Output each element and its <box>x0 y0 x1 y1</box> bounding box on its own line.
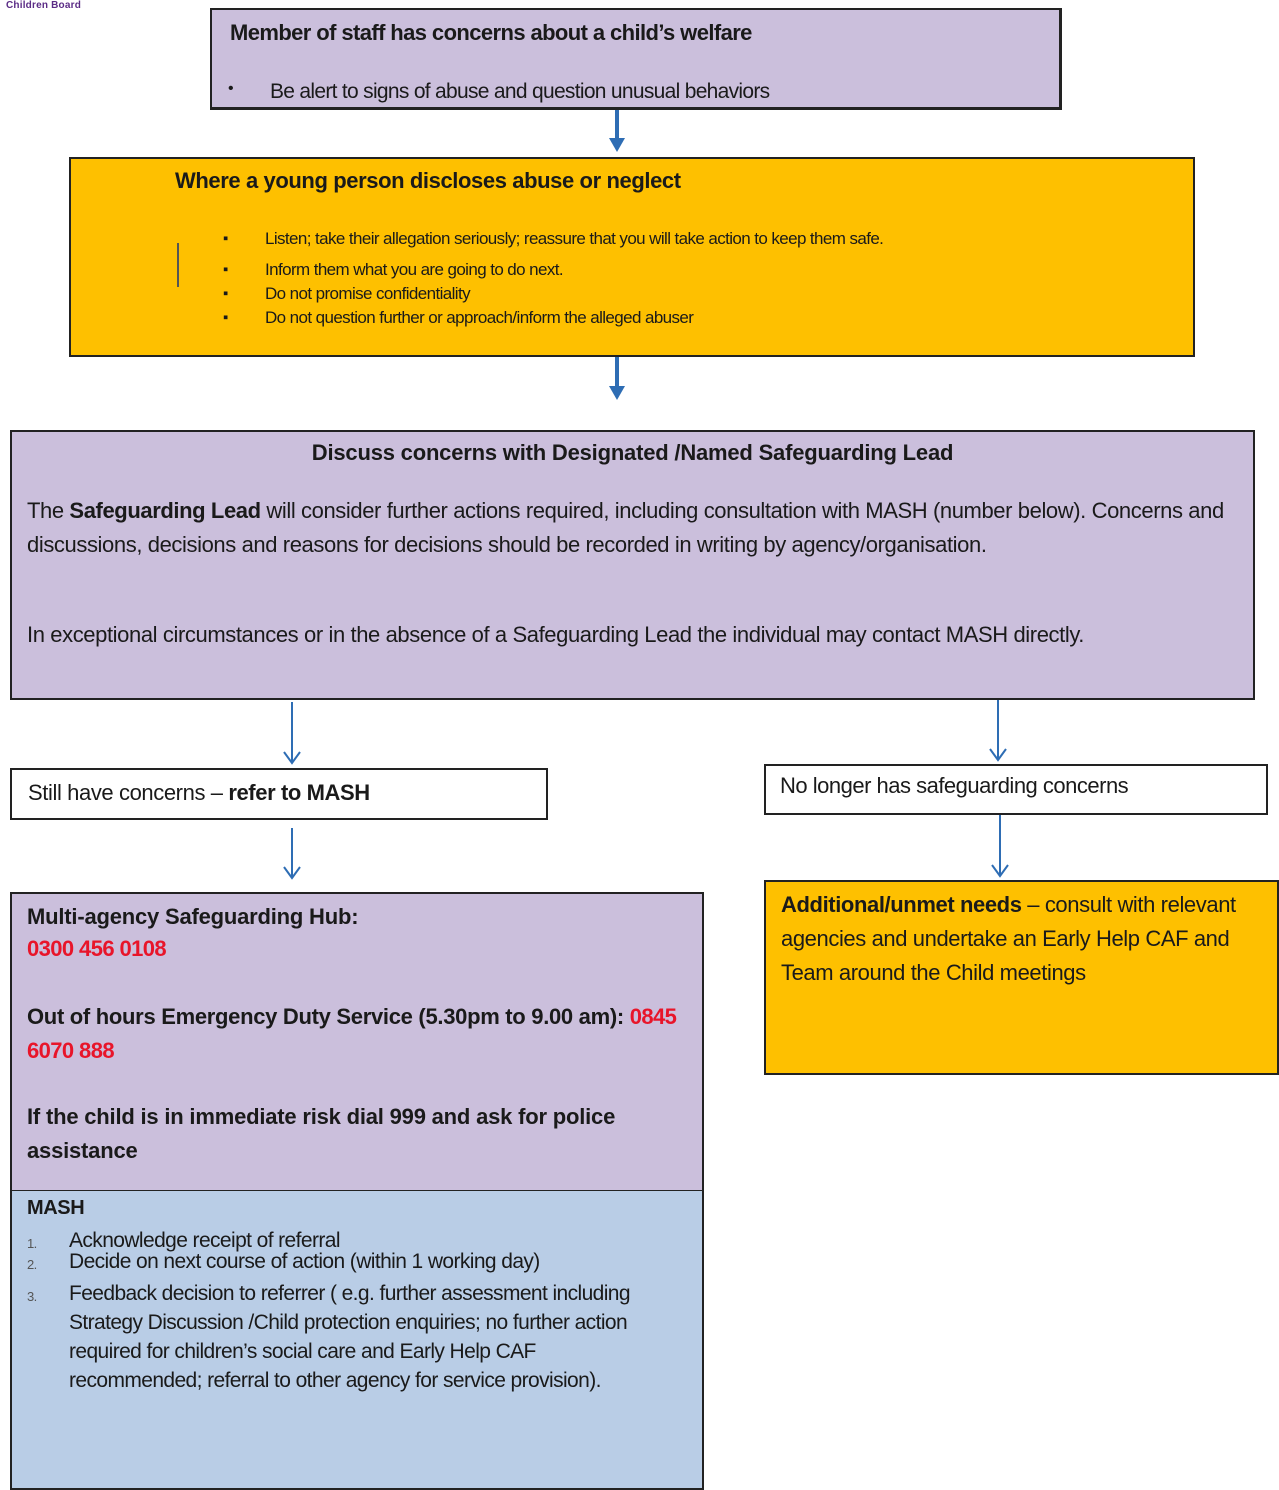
arrow-no-concerns-to-additional <box>991 815 1009 878</box>
disclosure-bullet: Inform them what you are going to do nex… <box>223 258 1143 282</box>
staff-concerns-bullet-symbol: • <box>228 80 234 97</box>
refer-to-mash-text: Still have concerns – refer to MASH <box>28 780 370 806</box>
disclosure-title: Where a young person discloses abuse or … <box>175 168 681 193</box>
arrow-discuss-to-refer <box>283 702 301 765</box>
refer-to-mash-box: Still have concerns – refer to MASH <box>10 768 548 820</box>
immediate-risk-text: If the child is in immediate risk dial 9… <box>27 1104 616 1163</box>
mash-action-text: Feedback decision to referrer ( e.g. fur… <box>69 1282 631 1392</box>
mash-action-item: 3. Feedback decision to referrer ( e.g. f… <box>27 1279 692 1395</box>
mash-action-item: 1. Acknowledge receipt of referral <box>27 1229 692 1252</box>
paragraph-1-intro: The <box>27 498 70 523</box>
organisation-logo-text: Children Board <box>6 0 82 11</box>
discuss-concerns-box: Discuss concerns with Designated /Named … <box>10 430 1255 700</box>
no-concerns-text: No longer has safeguarding concerns <box>780 773 1129 798</box>
mash-action-text: Acknowledge receipt of referral <box>69 1229 340 1252</box>
arrow-disclosure-to-discuss <box>609 357 625 400</box>
mash-action-text: Decide on next course of action (within … <box>69 1250 540 1273</box>
safeguarding-lead-term: Safeguarding Lead <box>69 498 261 523</box>
arrow-discuss-to-no-concerns <box>989 700 1007 762</box>
refer-to-mash-bold: refer to MASH <box>228 780 370 805</box>
hub-label: Multi-agency Safeguarding Hub: <box>27 904 359 929</box>
staff-concerns-bullet: Be alert to signs of abuse and question … <box>270 80 770 103</box>
disclosure-box: Where a young person discloses abuse or … <box>69 157 1195 357</box>
arrow-staff-to-disclosure <box>609 110 625 152</box>
disclosure-bullet: Do not promise confidentiality <box>223 282 1143 306</box>
disclosure-bullet: Do not question further or approach/info… <box>223 306 1143 330</box>
mash-action-number: 3. <box>27 1289 37 1304</box>
mash-action-number: 1. <box>27 1236 37 1251</box>
out-of-hours-line: Out of hours Emergency Duty Service (5.3… <box>27 1000 682 1068</box>
mash-action-item: 2. Decide on next course of action (withi… <box>27 1251 692 1273</box>
hub-phone-number: 0300 456 0108 <box>27 936 167 961</box>
additional-needs-bold: Additional/unmet needs <box>781 892 1022 917</box>
staff-concerns-title: Member of staff has concerns about a chi… <box>230 20 752 45</box>
mash-action-list: 1. Acknowledge receipt of referral 2. Deci… <box>27 1229 692 1395</box>
discuss-concerns-title: Discuss concerns with Designated /Named … <box>311 440 954 465</box>
disclosure-left-rule <box>177 243 179 287</box>
mash-actions-box: MASH 1. Acknowledge receipt of referral 2… <box>10 1190 704 1490</box>
out-of-hours-label: Out of hours Emergency Duty Service (5.3… <box>27 1004 630 1029</box>
mash-action-number: 2. <box>27 1257 37 1272</box>
additional-needs-text: Additional/unmet needs – consult with re… <box>781 888 1265 990</box>
discuss-concerns-paragraph-2: In exceptional circumstances or in the a… <box>27 622 1085 647</box>
arrow-refer-to-hub <box>283 828 301 880</box>
out-of-hours-phone-number: 0845 6070 888 <box>27 1004 677 1063</box>
no-concerns-box: No longer has safeguarding concerns <box>764 764 1268 815</box>
discuss-concerns-paragraph-1: The Safeguarding Lead will consider furt… <box>27 494 1235 562</box>
paragraph-1-body: will consider further actions required, … <box>27 498 1224 557</box>
safeguarding-hub-box: Multi-agency Safeguarding Hub: 0300 456 … <box>10 892 704 1192</box>
disclosure-bullet: Listen; take their allegation seriously;… <box>223 227 1143 251</box>
additional-needs-box: Additional/unmet needs – consult with re… <box>764 880 1279 1075</box>
mash-title: MASH <box>27 1197 85 1219</box>
disclosure-bullet-list: Listen; take their allegation seriously;… <box>223 227 1143 330</box>
refer-prefix: Still have concerns – <box>28 780 229 805</box>
additional-needs-body: – consult with relevant agencies and und… <box>781 892 1236 985</box>
staff-concerns-box: Member of staff has concerns about a chi… <box>210 8 1062 110</box>
